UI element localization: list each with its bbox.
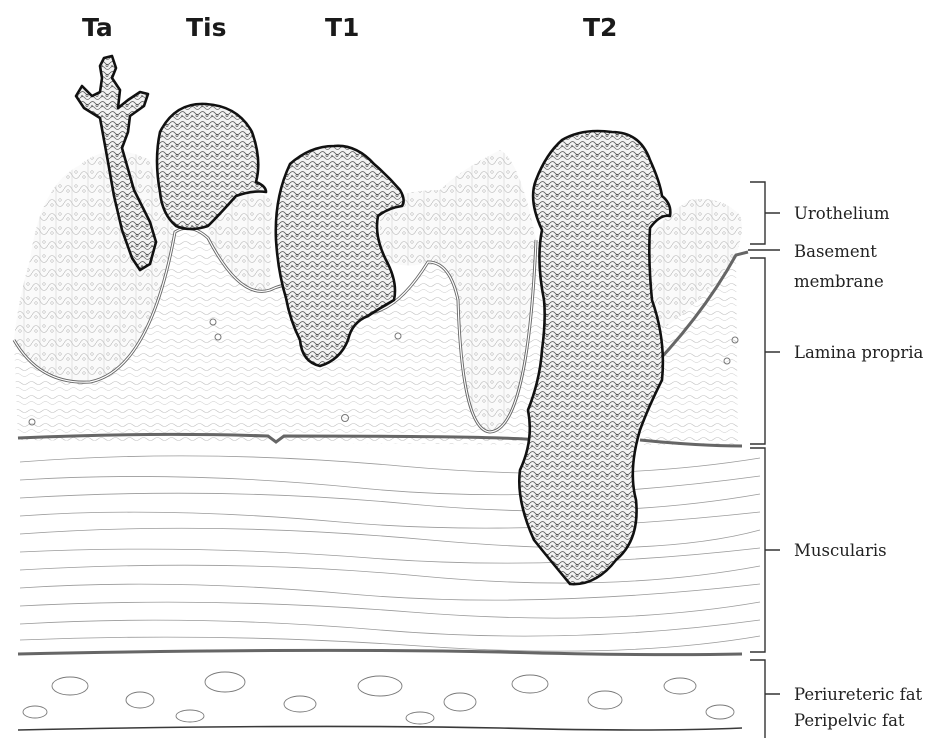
label-muscularis: Muscularis (794, 541, 887, 560)
stage-label-t1: T1 (325, 13, 359, 42)
label-basement-membrane-2: membrane (794, 272, 884, 291)
lamina-propria-bracket (750, 258, 780, 444)
stage-label-t2: T2 (583, 13, 617, 42)
label-urothelium: Urothelium (794, 204, 890, 223)
muscularis-layer (18, 434, 760, 654)
urothelium-bracket (750, 182, 780, 244)
tumor-t2 (519, 131, 670, 584)
label-peripelvic-fat: Peripelvic fat (794, 711, 905, 730)
label-basement-membrane-1: Basement (794, 242, 877, 261)
fat-layer (18, 672, 742, 730)
fat-bracket (750, 660, 780, 738)
stage-label-ta: Ta (82, 13, 113, 42)
layer-brackets (748, 182, 780, 738)
label-lamina-propria: Lamina propria (794, 343, 924, 362)
label-periureteric-fat: Periureteric fat (794, 685, 923, 704)
stage-label-tis: Tis (186, 13, 227, 42)
muscularis-bracket (750, 448, 780, 652)
